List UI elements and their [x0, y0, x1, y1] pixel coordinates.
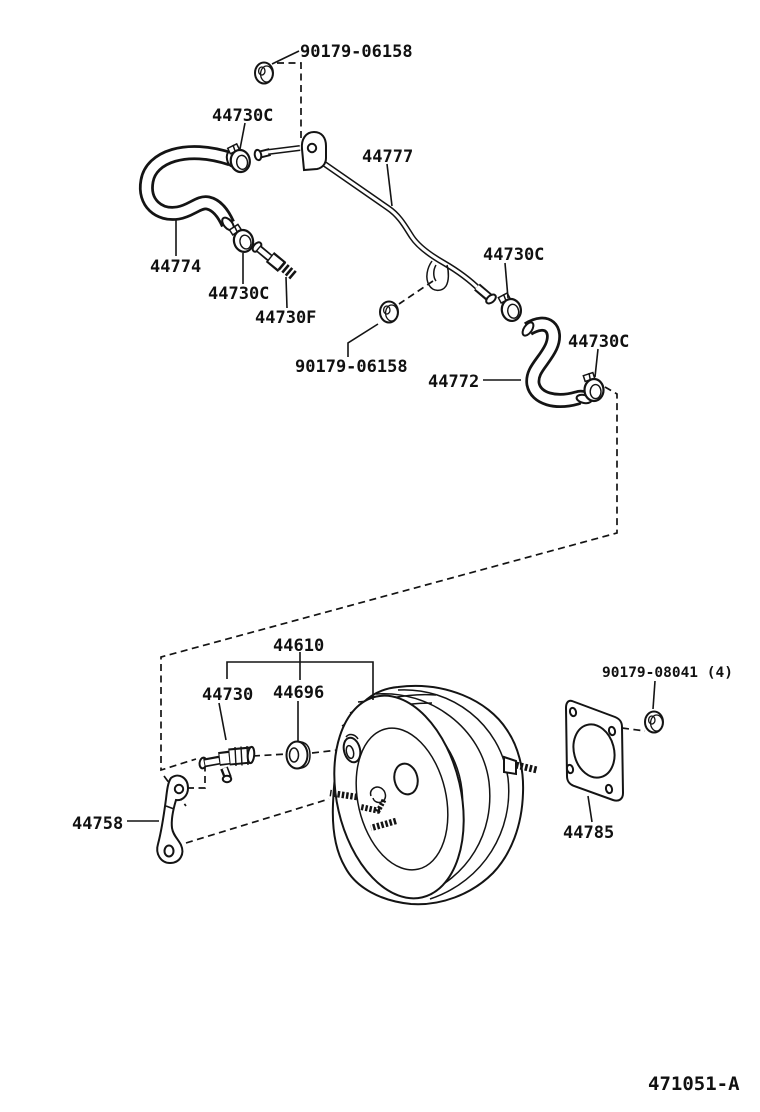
callout-clamp-3: 44730C — [483, 245, 544, 265]
hose-clamp-4 — [582, 371, 605, 403]
pipe-bracket-mid — [426, 260, 450, 292]
grommet-44696 — [285, 740, 311, 770]
callout-clamp-4: 44730C — [568, 332, 629, 352]
brake-booster-44610 — [329, 685, 538, 906]
vacuum-pipe-44777 — [253, 130, 497, 305]
callout-clamp-1: 44730C — [212, 106, 273, 126]
hose-clamp-1 — [226, 141, 253, 175]
flange-nut-mid — [379, 300, 399, 324]
leader-lines — [127, 50, 656, 823]
mounting-bracket-44758 — [156, 774, 190, 865]
booster-vacuum-port — [342, 733, 362, 764]
booster-rear-stud — [503, 755, 538, 776]
callout-bolt-set: 90179-08041 (4) — [602, 665, 733, 681]
callout-connector: 44730F — [255, 308, 316, 328]
vacuum-hose-44772 — [521, 316, 593, 408]
callout-booster: 44610 — [273, 636, 324, 656]
pipe-bracket-upper — [300, 130, 327, 172]
flange-nut-upper — [254, 61, 274, 85]
callout-check-valve: 44730 — [202, 685, 253, 705]
callout-grommet: 44696 — [273, 683, 324, 703]
pipe-end-fitting — [474, 283, 497, 305]
callout-vacuum-pipe: 44777 — [362, 147, 413, 167]
flange-nut-lower — [644, 710, 664, 734]
union-connector-44730f — [251, 241, 298, 280]
face-hole — [393, 762, 419, 796]
booster-front-face — [333, 694, 465, 900]
booster-mounting-studs — [329, 786, 397, 832]
callout-hose-right: 44772 — [428, 372, 479, 392]
check-valve-44730 — [198, 745, 256, 784]
callout-nut-upper: 90179-06158 — [300, 42, 413, 62]
gasket-44785 — [564, 699, 625, 802]
callout-nut-mid: 90179-06158 — [295, 357, 408, 377]
callout-bracket: 44758 — [72, 814, 123, 834]
callout-clamp-2: 44730C — [208, 284, 269, 304]
vacuum-hose-44774 — [138, 145, 237, 232]
part-number-callouts: 90179-06158 44730C 44777 44774 44730C 44… — [72, 42, 740, 1095]
callout-gasket: 44785 — [563, 823, 614, 843]
dashed-reference-lines — [160, 62, 646, 844]
callout-hose-left: 44774 — [150, 257, 201, 277]
drawing-code: 471051-A — [648, 1073, 740, 1095]
hose-clamp-3 — [496, 290, 524, 324]
